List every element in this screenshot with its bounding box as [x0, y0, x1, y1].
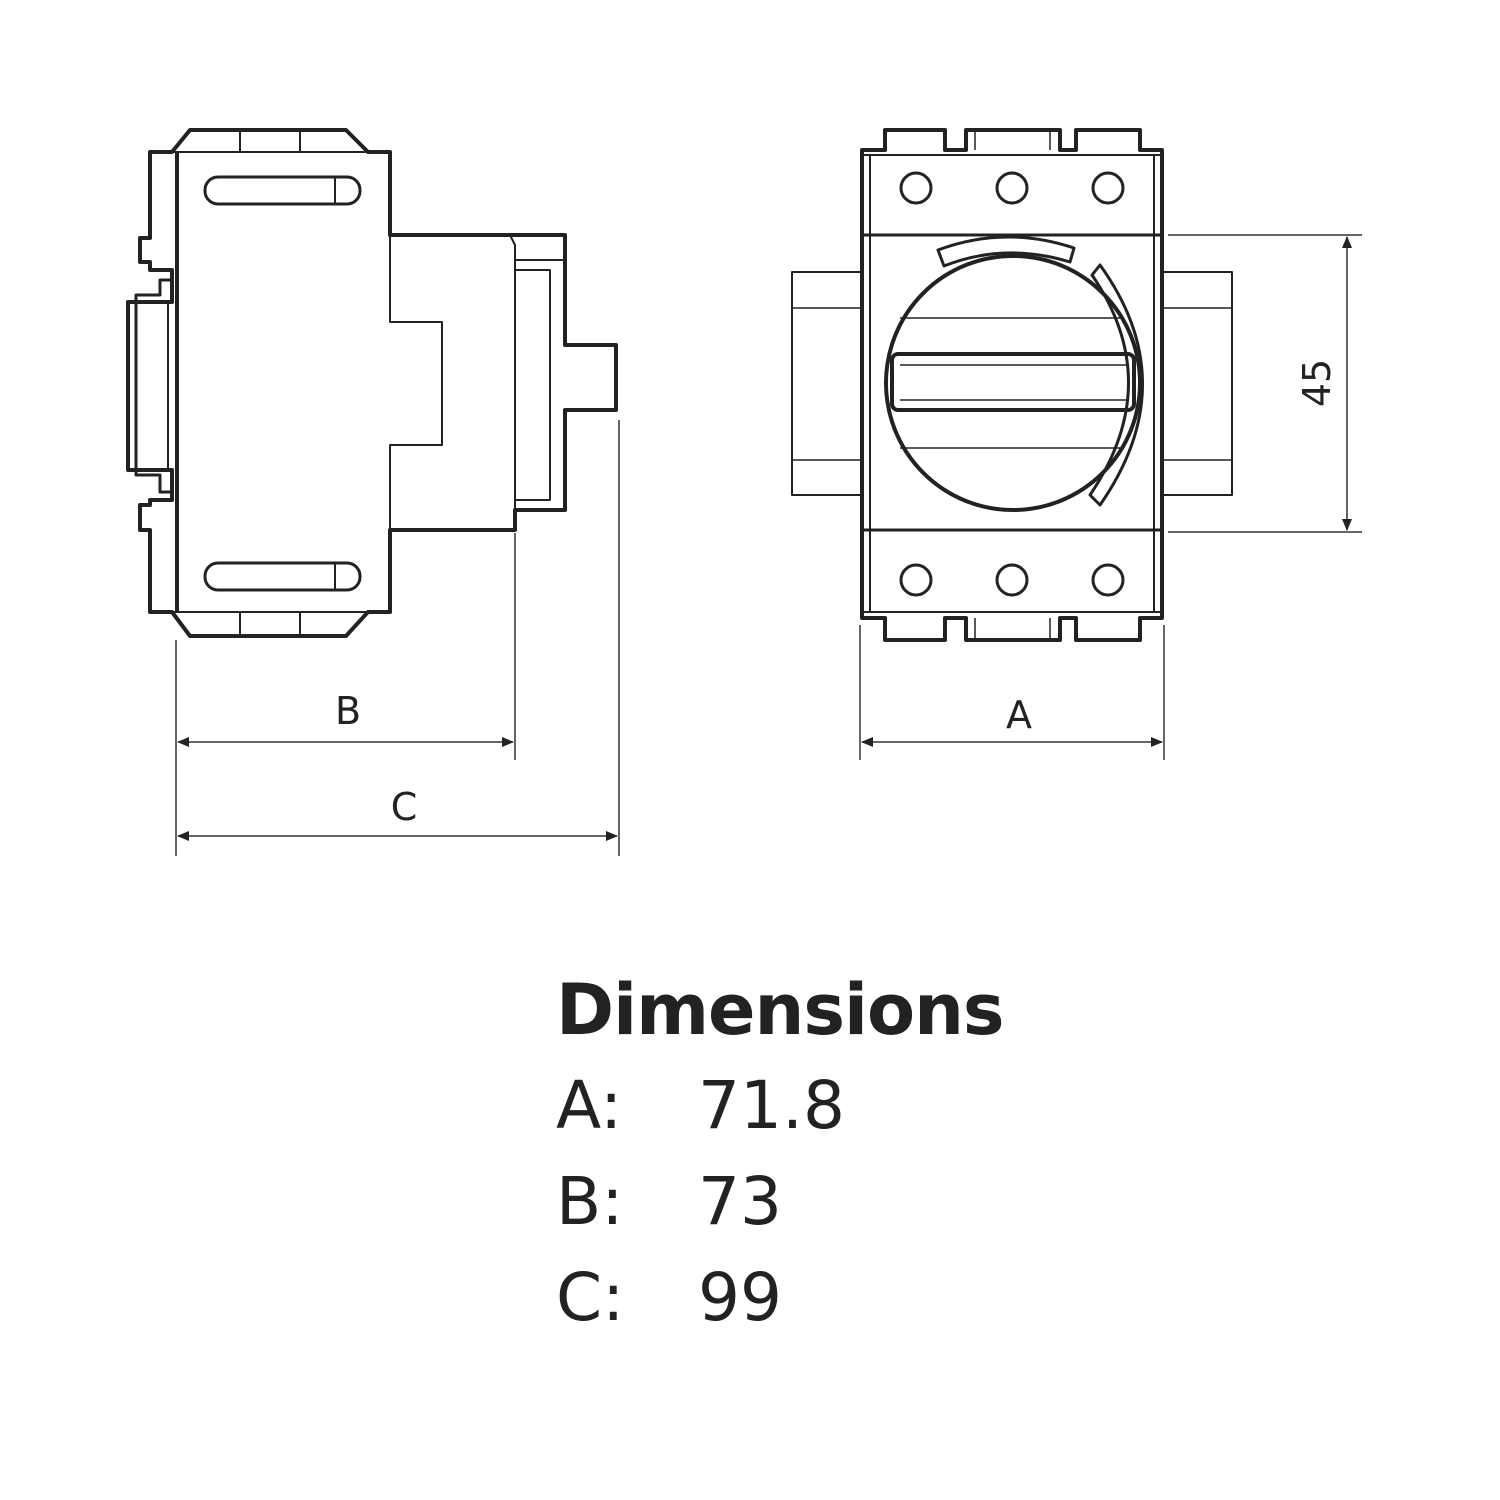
dimension-key: A:: [556, 1067, 623, 1144]
terminal-screw-bottom-3: [1091, 563, 1125, 597]
front-view: [791, 128, 1233, 642]
left-wing: [791, 271, 863, 496]
knob-handle: [890, 352, 1136, 412]
dimension-value: 73: [698, 1163, 782, 1240]
dimension-value: 71.8: [698, 1067, 845, 1144]
dimension-row-a: A: 71.8: [556, 1058, 1004, 1154]
rotary-knob: [884, 254, 1142, 512]
dimension-key: C:: [556, 1259, 625, 1336]
front-body-outline: [860, 128, 1164, 642]
din-clip: [134, 278, 172, 494]
middle-profile: [389, 235, 443, 530]
front-dimensions: [859, 234, 1362, 760]
dim-label-c: C: [391, 785, 418, 829]
top-slot: [203, 175, 362, 206]
dim-label-a: A: [1006, 693, 1032, 737]
terminal-screw-top-1: [899, 171, 933, 205]
side-dimensions: [175, 420, 620, 856]
right-wing: [1161, 271, 1233, 496]
dimension-value: 99: [698, 1259, 782, 1336]
terminal-screw-bottom-2: [995, 563, 1029, 597]
dimension-row-b: B: 73: [556, 1154, 1004, 1250]
indicator-arc-right: [1088, 263, 1144, 507]
terminal-screw-bottom-1: [899, 563, 933, 597]
dimensions-table: Dimensions A: 71.8 B: 73 C: 99: [556, 962, 1005, 1346]
right-profile: [509, 234, 516, 530]
terminal-screw-top-2: [995, 171, 1029, 205]
terminal-screw-top-3: [1091, 171, 1125, 205]
dim-label-b: B: [335, 689, 361, 733]
dimensions-title: Dimensions: [556, 969, 1005, 1051]
side-view: [126, 128, 618, 638]
side-body-outline: [126, 128, 618, 638]
dimension-row-c: C: 99: [556, 1250, 1004, 1346]
technical-drawing: B C: [126, 128, 1362, 856]
right-profile-2: [515, 269, 551, 501]
dim-label-height: 45: [1295, 359, 1339, 407]
indicator-arc-top: [936, 235, 1076, 268]
bottom-slot: [203, 561, 362, 592]
dimension-key: B:: [556, 1163, 624, 1240]
